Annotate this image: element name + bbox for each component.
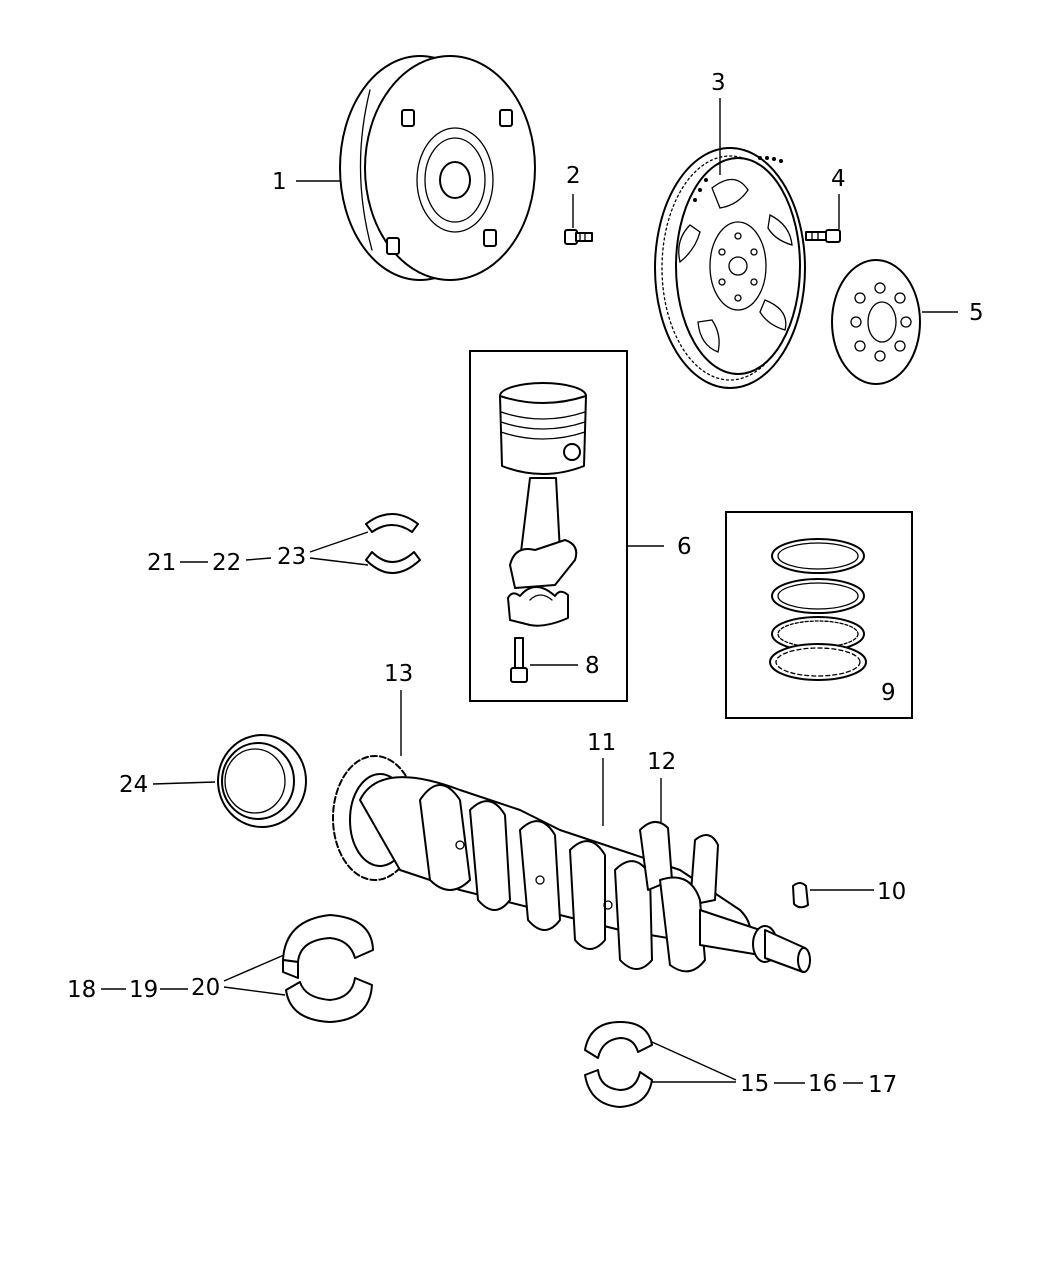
torque-converter <box>339 55 536 281</box>
callout-1: 1 <box>272 169 287 195</box>
rod-bolt <box>510 637 528 683</box>
rear-main-seal <box>217 734 307 828</box>
callout-3: 3 <box>711 70 726 96</box>
callout-16: 16 <box>808 1071 837 1097</box>
callout-11: 11 <box>587 730 616 756</box>
callout-4: 4 <box>831 166 846 192</box>
callout-15: 15 <box>740 1071 769 1097</box>
piston-rings-box <box>725 511 913 719</box>
callout-5: 5 <box>969 300 984 326</box>
callout-20: 20 <box>191 975 220 1001</box>
leader-lines <box>101 98 958 1084</box>
callout-13: 13 <box>384 661 413 687</box>
spacer-plate <box>831 259 921 385</box>
rod-bearing-halves <box>365 513 421 574</box>
callout-24: 24 <box>119 772 148 798</box>
piston-assembly-box <box>469 350 628 702</box>
callout-8: 8 <box>585 653 600 679</box>
callout-21: 21 <box>147 550 176 576</box>
callout-17: 17 <box>868 1072 897 1098</box>
piston-and-connecting-rod <box>499 382 587 627</box>
thrust-bearing-halves <box>282 914 374 1023</box>
callout-9: 9 <box>881 680 896 706</box>
callout-10: 10 <box>877 879 906 905</box>
crankshaft <box>332 755 811 973</box>
flexplate <box>654 147 806 389</box>
callout-18: 18 <box>67 977 96 1003</box>
callout-12: 12 <box>647 749 676 775</box>
crank-key <box>792 882 809 909</box>
callout-labels: 1 2 3 4 5 6 8 9 10 11 12 13 15 16 17 18 … <box>67 70 984 1098</box>
callout-19: 19 <box>129 977 158 1003</box>
callout-23: 23 <box>277 544 306 570</box>
callout-6: 6 <box>677 534 692 560</box>
callout-2: 2 <box>566 163 581 189</box>
piston-rings <box>769 538 867 681</box>
bolt-4 <box>805 229 841 243</box>
main-bearing-halves <box>584 1021 653 1108</box>
bolt-2 <box>564 229 593 245</box>
callout-22: 22 <box>212 550 241 576</box>
